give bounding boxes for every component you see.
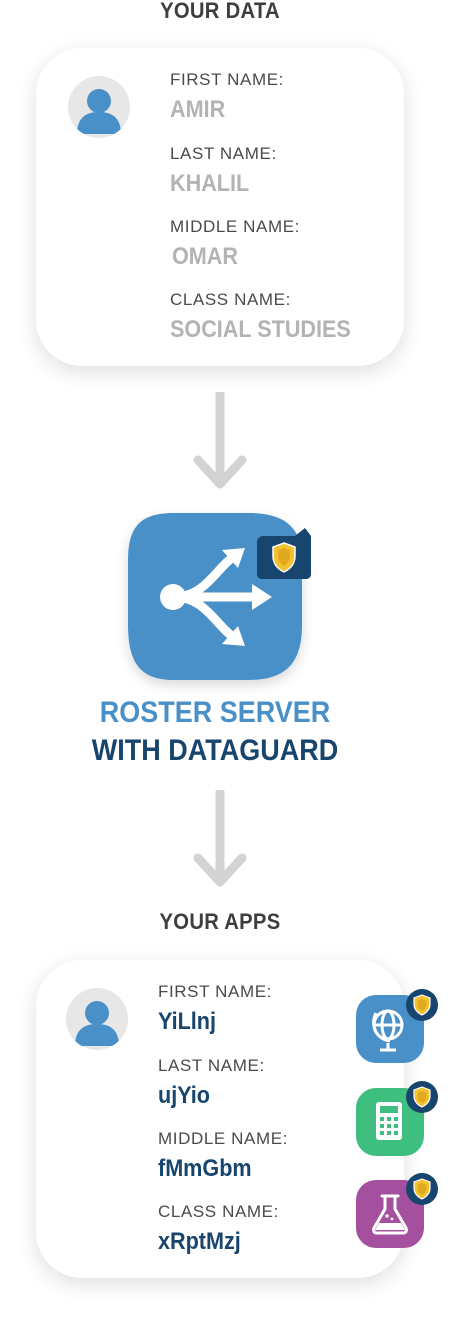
first-name-value: AMIR bbox=[170, 96, 226, 123]
first-name-label: FIRST NAME: bbox=[158, 982, 272, 1001]
first-name-value: YiLlnj bbox=[158, 1008, 217, 1035]
middle-name-value: OMAR bbox=[172, 243, 238, 270]
last-name-value: KHALIL bbox=[170, 170, 250, 197]
shield-icon bbox=[272, 542, 296, 573]
class-name-label: CLASS NAME: bbox=[158, 1202, 279, 1221]
class-name-value: xRptMzj bbox=[158, 1228, 241, 1255]
avatar bbox=[66, 988, 128, 1050]
middle-name-value: fMmGbm bbox=[158, 1155, 252, 1182]
roster-server-title: ROSTER SERVER bbox=[99, 696, 331, 729]
avatar bbox=[68, 76, 130, 138]
arrow-down-icon bbox=[193, 392, 247, 489]
your-apps-title: YOUR APPS bbox=[159, 909, 281, 934]
user-icon bbox=[75, 1001, 119, 1046]
globe-icon bbox=[372, 1009, 404, 1052]
your-data-card: FIRST NAME: AMIR LAST NAME: KHALIL MIDDL… bbox=[36, 48, 404, 366]
shield-badge-icon bbox=[406, 989, 438, 1021]
flask-icon bbox=[372, 1194, 408, 1235]
last-name-value: ujYio bbox=[158, 1082, 211, 1109]
calculator-icon bbox=[376, 1102, 402, 1140]
your-apps-card: FIRST NAME: YiLlnj LAST NAME: ujYio MIDD… bbox=[36, 960, 404, 1278]
middle-name-label: MIDDLE NAME: bbox=[158, 1129, 288, 1148]
first-name-label: FIRST NAME: bbox=[170, 70, 284, 89]
dataguard-subtitle: WITH DATAGUARD bbox=[91, 734, 339, 767]
user-icon bbox=[77, 89, 121, 134]
arrow-down-icon bbox=[193, 790, 247, 887]
dataguard-badge bbox=[257, 528, 311, 579]
your-data-title: YOUR DATA bbox=[160, 0, 280, 23]
last-name-label: LAST NAME: bbox=[170, 144, 277, 163]
science-app-icon[interactable] bbox=[354, 1178, 426, 1250]
middle-name-label: MIDDLE NAME: bbox=[170, 217, 300, 236]
class-name-value: SOCIAL STUDIES bbox=[170, 316, 351, 343]
calculator-app-icon[interactable] bbox=[354, 1086, 426, 1158]
shield-badge-icon bbox=[406, 1081, 438, 1113]
globe-app-icon[interactable] bbox=[354, 993, 426, 1065]
class-name-label: CLASS NAME: bbox=[170, 290, 291, 309]
last-name-label: LAST NAME: bbox=[158, 1056, 265, 1075]
shield-badge-icon bbox=[406, 1173, 438, 1205]
